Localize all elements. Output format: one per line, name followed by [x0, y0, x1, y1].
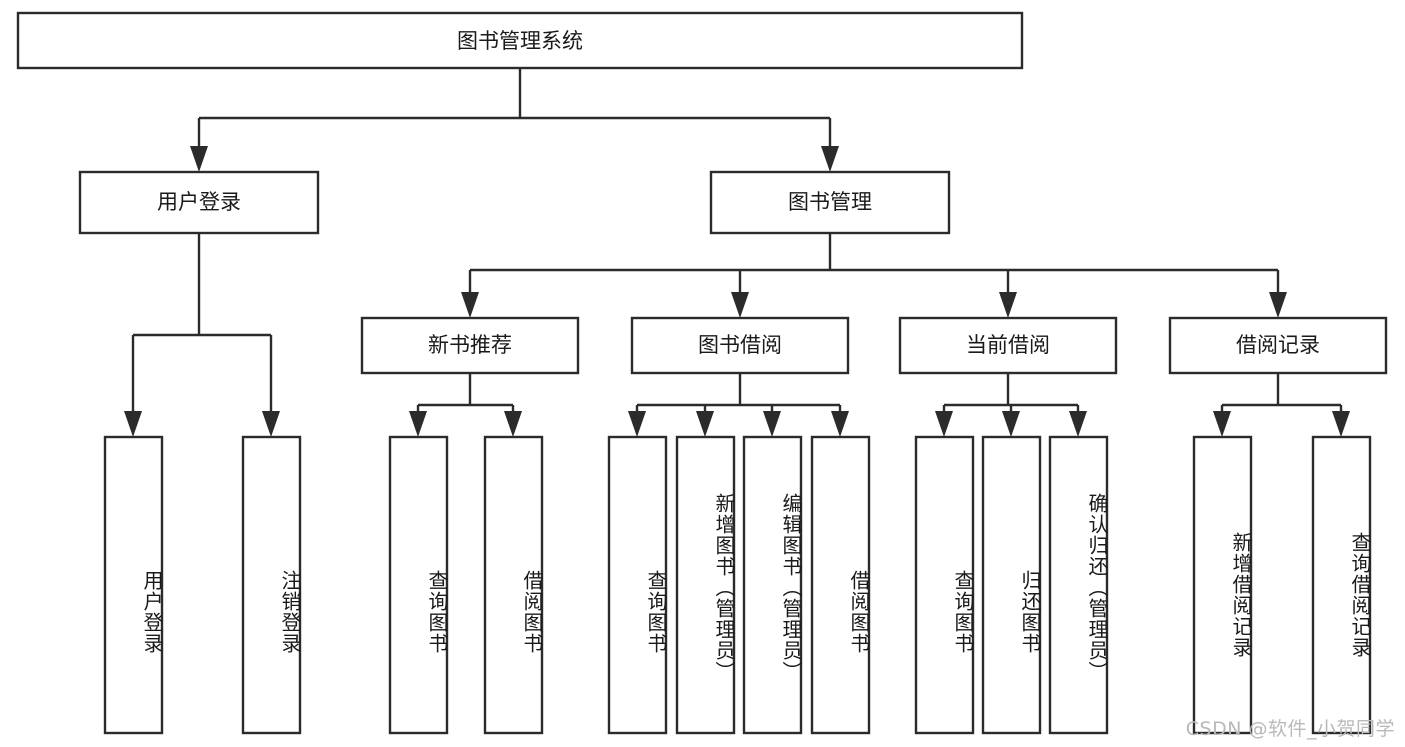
- node-root-label: 图书管理系统: [457, 29, 583, 53]
- leaf-label-br-query-record: 查询借阅记录: [1348, 531, 1372, 658]
- leaf-label-bb-query-book: 查询图书: [644, 570, 668, 654]
- leaf-label-bb-add-book: 新增图书（管理员）: [712, 492, 736, 682]
- node-book-borrow-box[interactable]: [630, 316, 850, 375]
- connector-layer: [124, 68, 1350, 437]
- node-new-book-recommend[interactable]: 新书推荐: [360, 316, 580, 375]
- arrowhead-nb-query-book: [409, 411, 427, 437]
- node-current-borrow[interactable]: 当前借阅: [898, 316, 1118, 375]
- arrowhead-cb-confirm-return: [1069, 411, 1087, 437]
- leaf-label-bb-borrow-book: 借阅图书: [847, 570, 871, 654]
- leaf-box-nb-borrow-book[interactable]: [483, 435, 544, 735]
- leaf-box-cb-query-book[interactable]: [914, 435, 975, 735]
- node-user-login-label: 用户登录: [157, 190, 241, 214]
- leaf-label-nb-query-book: 查询图书: [425, 570, 449, 654]
- arrowhead-borrow-record: [1269, 292, 1287, 318]
- node-borrow-record-box[interactable]: [1168, 316, 1388, 375]
- arrowhead-current-borrow: [999, 292, 1017, 318]
- leaf-label-br-add-record: 新增借阅记录: [1229, 531, 1253, 658]
- arrowhead-cb-query-book: [935, 411, 953, 437]
- arrowhead-book-manage: [821, 146, 839, 172]
- leaf-box-logout[interactable]: [241, 435, 302, 735]
- leaf-label-nb-borrow-book: 借阅图书: [520, 570, 544, 654]
- csdn-watermark: CSDN @软件_小贺同学: [1185, 718, 1395, 740]
- arrowhead-user-login: [190, 146, 208, 172]
- node-root[interactable]: 图书管理系统: [16, 11, 1024, 70]
- arrowhead-br-add-record: [1213, 411, 1231, 437]
- node-book-borrow[interactable]: 图书借阅: [630, 316, 850, 375]
- arrowhead-bb-edit-book: [763, 411, 781, 437]
- leaf-label-cb-confirm-return: 确认归还（管理员）: [1085, 492, 1109, 682]
- leaf-box-user-login[interactable]: [103, 435, 164, 735]
- node-current-borrow-label: 当前借阅: [966, 333, 1050, 357]
- leaf-box-bb-add-book[interactable]: [675, 435, 736, 735]
- arrowhead-new-book: [461, 292, 479, 318]
- node-new-book-recommend-box[interactable]: [360, 316, 580, 375]
- node-new-book-recommend-label: 新书推荐: [428, 333, 512, 357]
- node-user-login-box[interactable]: [78, 170, 320, 235]
- node-book-borrow-label: 图书借阅: [698, 333, 782, 357]
- leaf-box-bb-edit-book[interactable]: [742, 435, 803, 735]
- arrowhead-nb-borrow-book: [504, 411, 522, 437]
- leaf-box-br-add-record[interactable]: [1192, 435, 1253, 735]
- leaf-label-cb-query-book: 查询图书: [951, 570, 975, 654]
- arrowhead-br-query-record: [1332, 411, 1350, 437]
- leaf-box-cb-confirm-return[interactable]: [1048, 435, 1109, 735]
- leaf-box-br-query-record[interactable]: [1311, 435, 1372, 735]
- leaf-box-bb-borrow-book[interactable]: [810, 435, 871, 735]
- arrowhead-book-borrow: [731, 292, 749, 318]
- arrowhead-bb-add-book: [696, 411, 714, 437]
- node-root-box[interactable]: [16, 11, 1024, 70]
- node-current-borrow-box[interactable]: [898, 316, 1118, 375]
- arrowhead-leaf-logout: [262, 411, 280, 437]
- leaf-label-cb-return-book: 归还图书: [1018, 570, 1042, 654]
- arrowhead-leaf-user-login: [124, 411, 142, 437]
- node-book-manage-label: 图书管理: [788, 190, 872, 214]
- leaf-label-user-login: 用户登录: [140, 570, 164, 654]
- node-book-manage[interactable]: 图书管理: [709, 170, 951, 235]
- leaf-box-bb-query-book[interactable]: [607, 435, 668, 735]
- node-book-manage-box[interactable]: [709, 170, 951, 235]
- leaf-label-logout: 注销登录: [278, 570, 302, 654]
- node-borrow-record[interactable]: 借阅记录: [1168, 316, 1388, 375]
- node-borrow-record-label: 借阅记录: [1236, 333, 1320, 357]
- arrowhead-bb-borrow-book: [831, 411, 849, 437]
- leaf-box-cb-return-book[interactable]: [981, 435, 1042, 735]
- leaf-layer: [103, 435, 1372, 735]
- leaf-box-nb-query-book[interactable]: [388, 435, 449, 735]
- node-user-login[interactable]: 用户登录: [78, 170, 320, 235]
- leaf-label-bb-edit-book: 编辑图书（管理员）: [779, 492, 803, 682]
- arrowhead-cb-return-book: [1002, 411, 1020, 437]
- arrowhead-bb-query-book: [628, 411, 646, 437]
